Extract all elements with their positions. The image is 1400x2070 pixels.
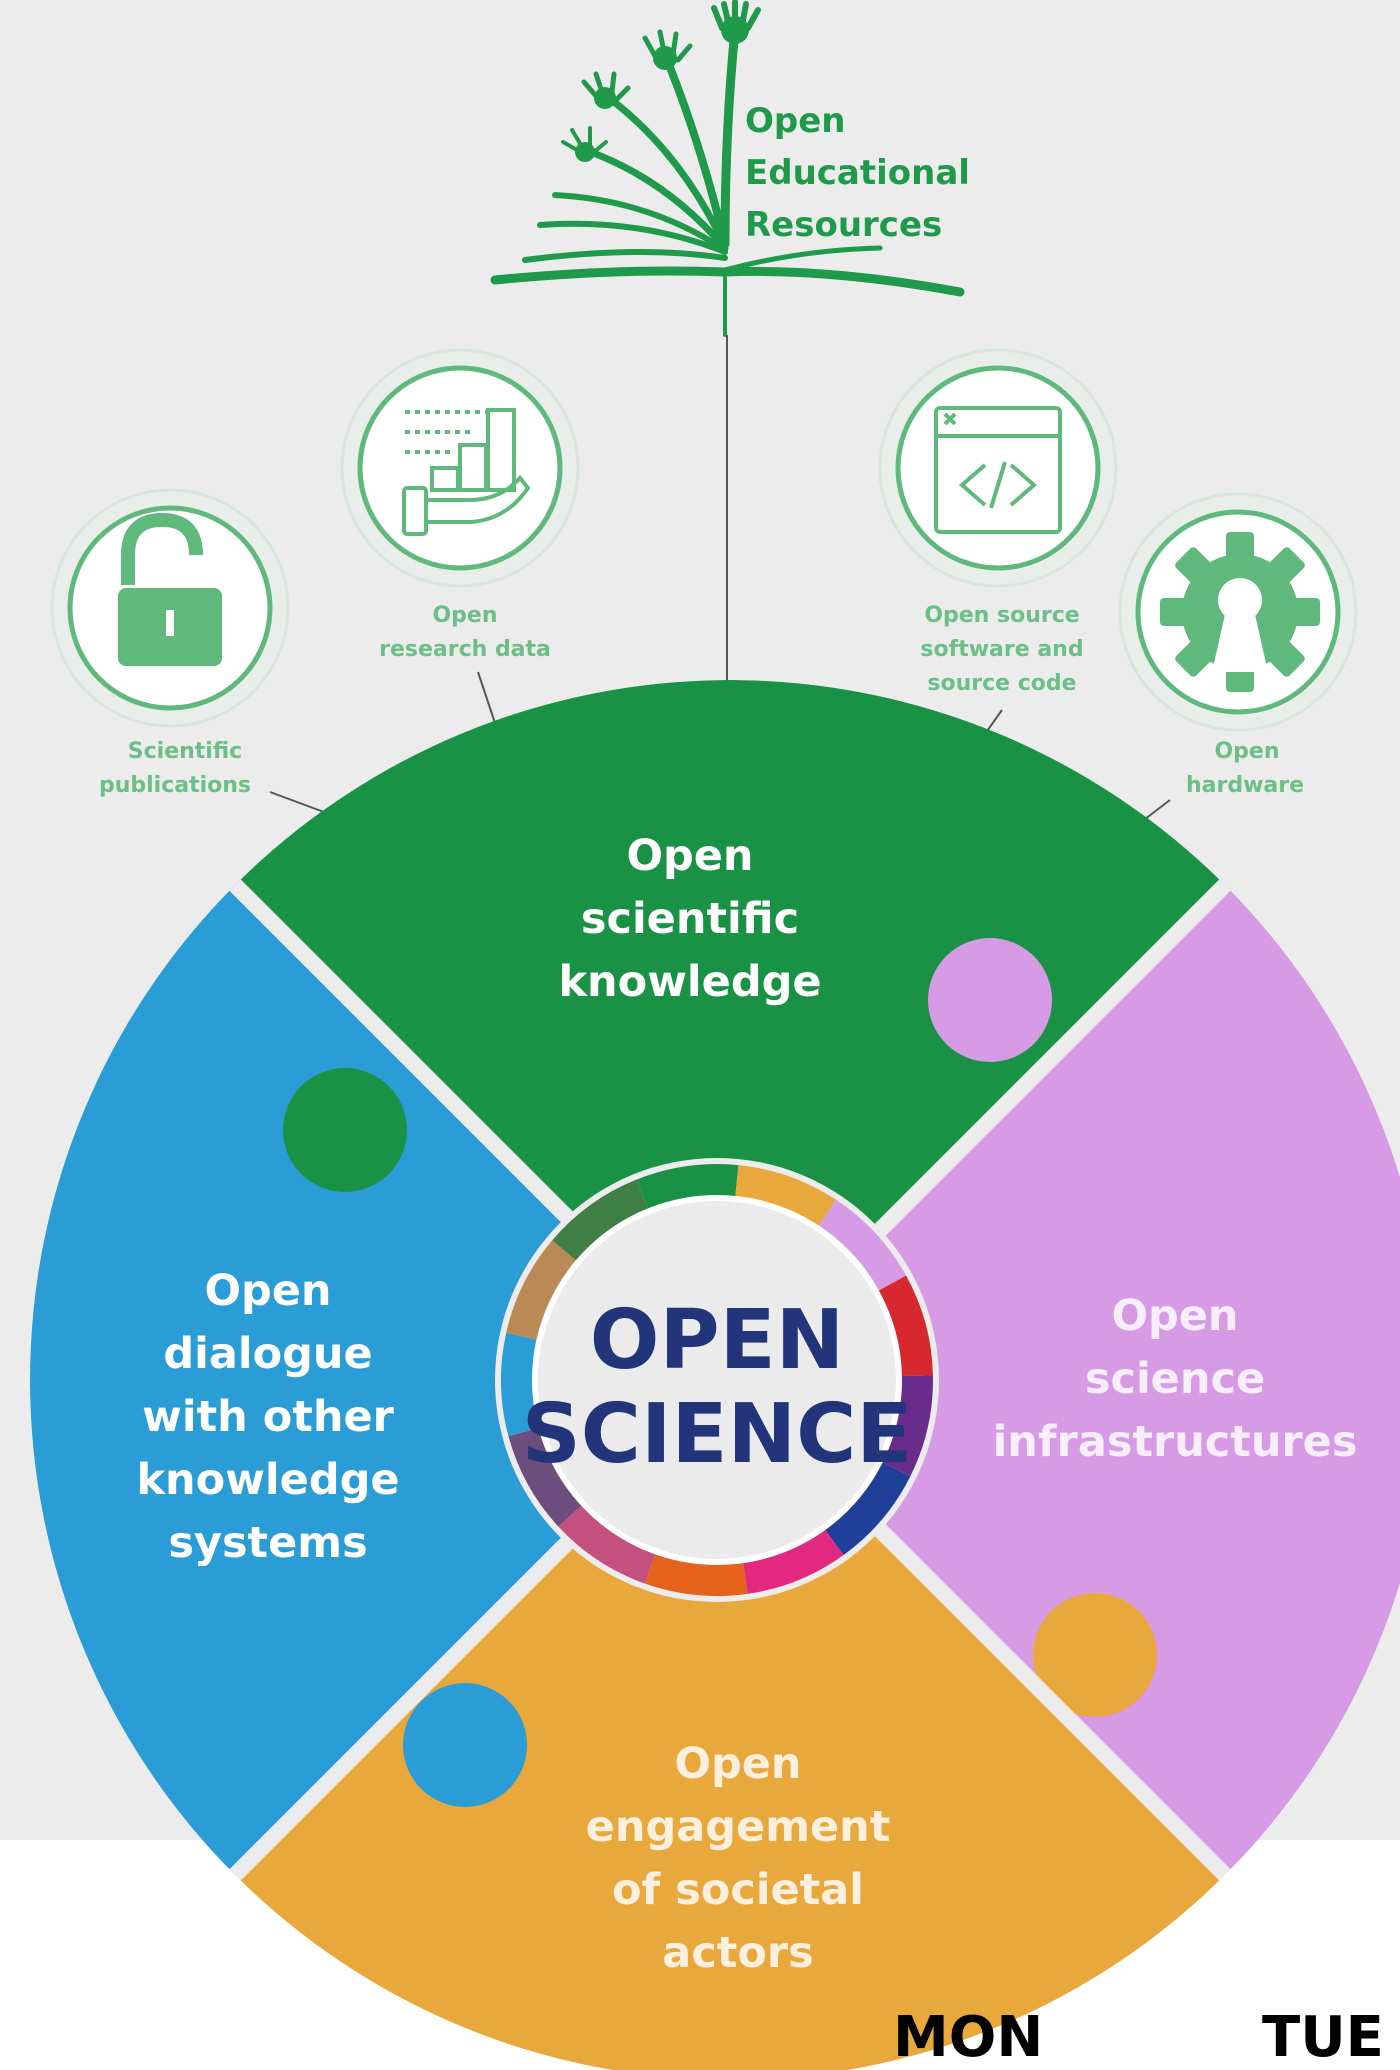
icon-scientific-publications: Scientific publications [50, 488, 290, 798]
open-source-software-line-1: Open source [924, 603, 1079, 628]
center-title-line-2: SCIENCE [522, 1387, 913, 1482]
piece-left-line-2: dialogue [163, 1329, 372, 1379]
piece-left-line-1: Open [204, 1266, 331, 1316]
ring-segment [506, 1240, 579, 1341]
color-ring [501, 1163, 933, 1596]
piece-bottom [235, 1380, 1225, 2070]
piece-bottom-line-4: actors [662, 1928, 813, 1978]
open-research-data-line-2: research data [379, 637, 551, 662]
scientific-publications-line-1: Scientific [128, 739, 242, 764]
icon-open-source-software: Open source software and source code [878, 348, 1118, 696]
center-title-line-1: OPEN [590, 1293, 844, 1388]
piece-bottom-line-1: Open [674, 1739, 801, 1789]
code-window-icon [934, 406, 1062, 534]
piece-right-label: Open science infrastructures [993, 1291, 1358, 1467]
piece-top-line-1: Open [626, 831, 753, 881]
knob-bottom-into-right [1033, 1593, 1157, 1717]
piece-bottom-label: Open engagement of societal actors [586, 1739, 891, 1978]
knob-top-into-left [283, 1068, 407, 1192]
ring-segment [817, 1199, 907, 1292]
open-research-data-line-1: Open [432, 603, 497, 628]
ring-segment [558, 1503, 657, 1584]
day-label-mon: MON [893, 2005, 1043, 2070]
data-chart-hand-icon [402, 408, 531, 536]
center-hub-face [532, 1195, 902, 1565]
piece-right [730, 885, 1400, 1875]
piece-left-line-3: with other [142, 1392, 394, 1442]
piece-left-line-5: systems [168, 1518, 367, 1568]
ring-segment [742, 1527, 844, 1594]
ring-segment [636, 1163, 739, 1212]
piece-bottom-line-3: of societal [612, 1865, 864, 1915]
center-hub: OPEN SCIENCE [495, 1158, 939, 1602]
oer-hands [561, 0, 761, 162]
oer-label-line-3: Resources [745, 205, 942, 245]
ring-segment [501, 1332, 542, 1437]
piece-top-label: Open scientific knowledge [558, 831, 821, 1007]
piece-right-line-2: science [1085, 1354, 1265, 1404]
open-padlock-icon [118, 512, 222, 666]
ring-segment [823, 1461, 911, 1556]
ring-segment [735, 1165, 836, 1229]
open-hardware-line-1: Open [1214, 739, 1279, 764]
open-hardware-line-2: hardware [1186, 773, 1304, 798]
piece-right-line-3: infrastructures [993, 1417, 1358, 1467]
piece-top-line-3: knowledge [558, 957, 821, 1007]
ring-segment [876, 1275, 933, 1377]
scientific-publications-line-2: publications [99, 773, 251, 798]
icon-open-research-data: Open research data [340, 348, 580, 662]
piece-bottom-line-2: engagement [586, 1802, 891, 1852]
oer-logo: Open Educational Resources [490, 0, 970, 337]
piece-right-line-1: Open [1111, 1291, 1238, 1341]
oer-label-line-2: Educational [745, 153, 970, 193]
gear-keyhole-icon [1160, 532, 1320, 692]
piece-left [30, 885, 730, 1875]
ring-segment [508, 1427, 584, 1527]
open-source-software-line-2: software and [920, 637, 1083, 662]
icon-open-hardware: Open hardware [1118, 492, 1358, 798]
ring-segment [552, 1179, 649, 1263]
ring-segment [879, 1375, 933, 1477]
piece-top-line-2: scientific [581, 894, 799, 944]
oer-book-hands-icon [490, 25, 965, 337]
piece-left-line-4: knowledge [136, 1455, 399, 1505]
oer-label-line-1: Open [745, 101, 846, 141]
open-source-software-line-3: source code [927, 671, 1076, 696]
knob-left-into-bottom [403, 1683, 527, 1807]
day-label-tue: TUE [1262, 2005, 1384, 2070]
knob-right-into-top [928, 938, 1052, 1062]
piece-left-label: Open dialogue with other knowledge syste… [136, 1266, 399, 1568]
piece-top [235, 680, 1225, 1380]
